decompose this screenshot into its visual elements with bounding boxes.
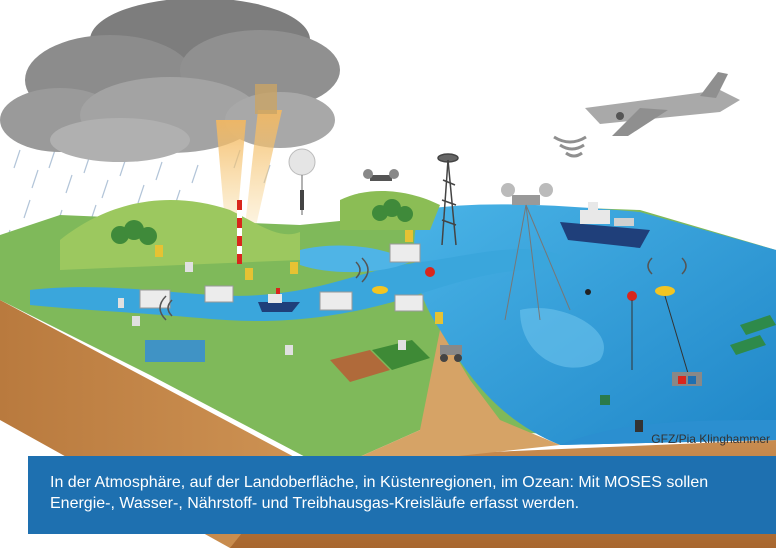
signal-waves	[159, 257, 687, 321]
storm-cloud	[0, 0, 340, 162]
ground-instruments	[118, 230, 443, 355]
drones	[363, 169, 571, 321]
caption-box: In der Atmosphäre, auf der Landoberfläch…	[28, 456, 776, 534]
seafloor	[330, 330, 560, 470]
seafloor-instruments	[600, 315, 776, 432]
caption-text: In der Atmosphäre, auf der Landoberfläch…	[50, 474, 709, 512]
research-vessel	[560, 202, 650, 248]
weather-balloon	[288, 148, 316, 215]
survey-aircraft	[553, 72, 740, 158]
measurement-tower	[437, 153, 459, 246]
rover-vehicle	[440, 345, 462, 362]
farm-fields	[330, 340, 430, 382]
small-boat	[258, 288, 300, 312]
buoys	[372, 267, 691, 381]
image-credit: GFZ/Pia Klinghammer	[651, 432, 770, 446]
weather-radar-mast	[237, 200, 242, 264]
